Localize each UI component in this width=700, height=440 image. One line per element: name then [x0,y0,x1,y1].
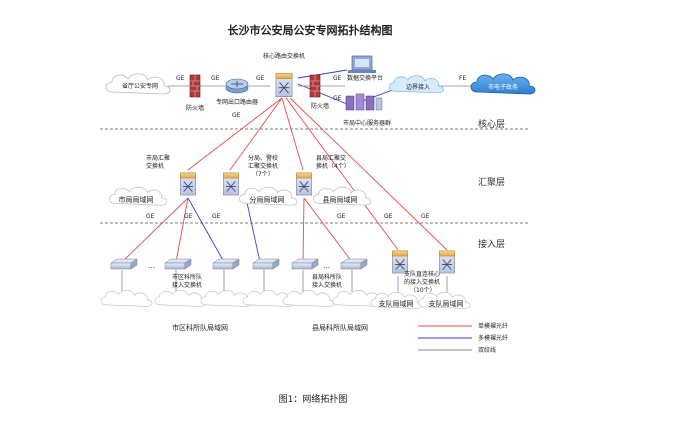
access-cloud-2 [154,289,207,307]
legend-twisted-pair-label: 双绞线 [478,346,496,354]
direct-access-label-line2: 的接入交换机 [404,278,440,286]
access-switch-4 [252,258,280,270]
link-ge-2: GE [211,75,220,82]
county-agg-label: 县局汇聚交 换机（4个） [316,154,350,170]
direct-access-label-line3: （10个） [410,287,436,294]
county-lan-label: 县局局域网 [323,195,358,204]
firewall-left-label: 防火墙 [186,104,204,112]
core-switch-icon [275,72,293,98]
access-cloud-1 [100,289,153,307]
link-ge-6: GE [333,95,342,102]
city-access-label-line1: 市区科所队 [172,273,202,281]
figure-caption: 图1：网络拓扑图 [279,393,348,405]
data-exchange-icon [348,55,376,73]
branch-agg-label-line2: 汇聚交换机 [248,162,278,170]
city-station-lan-label: 市区科所队局域网 [172,323,228,332]
dots-2: … [323,262,330,270]
legend: 单模裸光纤 多模裸光纤 双绞线 [418,322,508,354]
branch-agg-label: 分局、警校 汇聚交换机 （7个） [248,154,280,178]
county-agg-label-line2: 换机（4个） [316,162,350,170]
detach-lan-2-label: 支队局域网 [429,299,464,308]
city-access-label: 市区科所队 接入交换机 [172,273,204,289]
boundary-access-cloud [388,75,444,94]
server-cluster-icon [345,93,383,111]
link-ge-3: GE [256,75,265,82]
county-access-label-line2: 接入交换机 [312,281,342,289]
core-switch-label: 核心路由交换机 [263,52,305,60]
e-gov-cloud [470,73,536,95]
router-icon [225,78,249,94]
city-access-label-line2: 接入交换机 [172,281,202,289]
branch-agg-label-line1: 分局、警校 [248,154,278,162]
link-ge-a5: GE [384,213,393,220]
branch-agg-label-line3: （7个） [252,171,274,178]
city-agg-label: 市局汇聚 交换机 [146,154,172,170]
link-ge-a1: GE [146,213,155,220]
link-ge-a3: GE [212,213,221,220]
city-agg-label-line2: 交换机 [146,162,164,170]
server-cluster-label: 市局中心服务器群 [343,119,391,127]
branch-lan-label: 分局局域网 [250,195,285,204]
data-exchange-label: 数据交换平台 [347,74,383,82]
link-ge-a4: GE [337,213,346,220]
exit-router-label: 专网出口路由器 [216,98,258,106]
county-agg-switch-icon [295,172,313,196]
link-fe: FE [459,75,466,82]
link-ge-a6: GE [421,213,430,220]
county-access-label-line1: 县局科所队 [312,273,342,281]
direct-access-switch-2 [438,250,456,274]
provincial-net-label: 省厅公安专网 [122,82,158,90]
e-gov-label: 市电子政务 [488,83,518,91]
branch-agg-switch-icon [222,172,240,196]
firewall-right-label: 防火墙 [311,102,329,110]
direct-access-label-line1: 支队直连核心 [404,270,440,278]
boundary-access-label: 边界接入 [406,83,430,91]
legend-multi-mode-label: 多模裸光纤 [478,334,508,342]
link-ge-a2: GE [184,213,193,220]
direct-access-label: 支队直连核心 的接入交换机 （10个） [404,270,442,294]
county-access-label: 县局科所队 接入交换机 [312,273,344,289]
layer-label-core: 核心层 [478,118,505,130]
access-switch-3 [212,258,240,270]
detach-lan-1-label: 支队局域网 [379,299,414,308]
direct-access-switch-1 [391,250,409,274]
city-agg-label-line1: 市局汇聚 [146,154,170,162]
firewall-right-icon [309,74,321,98]
access-switch-6 [340,258,368,270]
layer-label-access: 接入层 [478,238,505,250]
access-switch-2 [164,258,192,270]
diagram-title: 长沙市公安局公安专网拓扑结构图 [228,23,393,37]
link-ge-4: GE [333,75,342,82]
county-station-lan-label: 县局科所队局域网 [312,323,368,332]
layer-label-aggregation: 汇聚层 [478,177,505,188]
access-cloud-5 [282,289,335,307]
access-switch-5 [291,258,319,270]
firewall-left-icon [189,74,201,98]
link-ge-5: GE [232,112,241,119]
access-switch-1 [110,258,138,270]
link-ge-1: GE [176,75,185,82]
single-mode-links [121,97,448,263]
dots-1: … [148,262,155,270]
county-agg-label-line1: 县局汇聚交 [316,154,346,162]
city-agg-switch-icon [179,172,197,196]
city-lan-label: 市局局域网 [119,195,154,204]
legend-single-mode-label: 单模裸光纤 [478,322,508,330]
